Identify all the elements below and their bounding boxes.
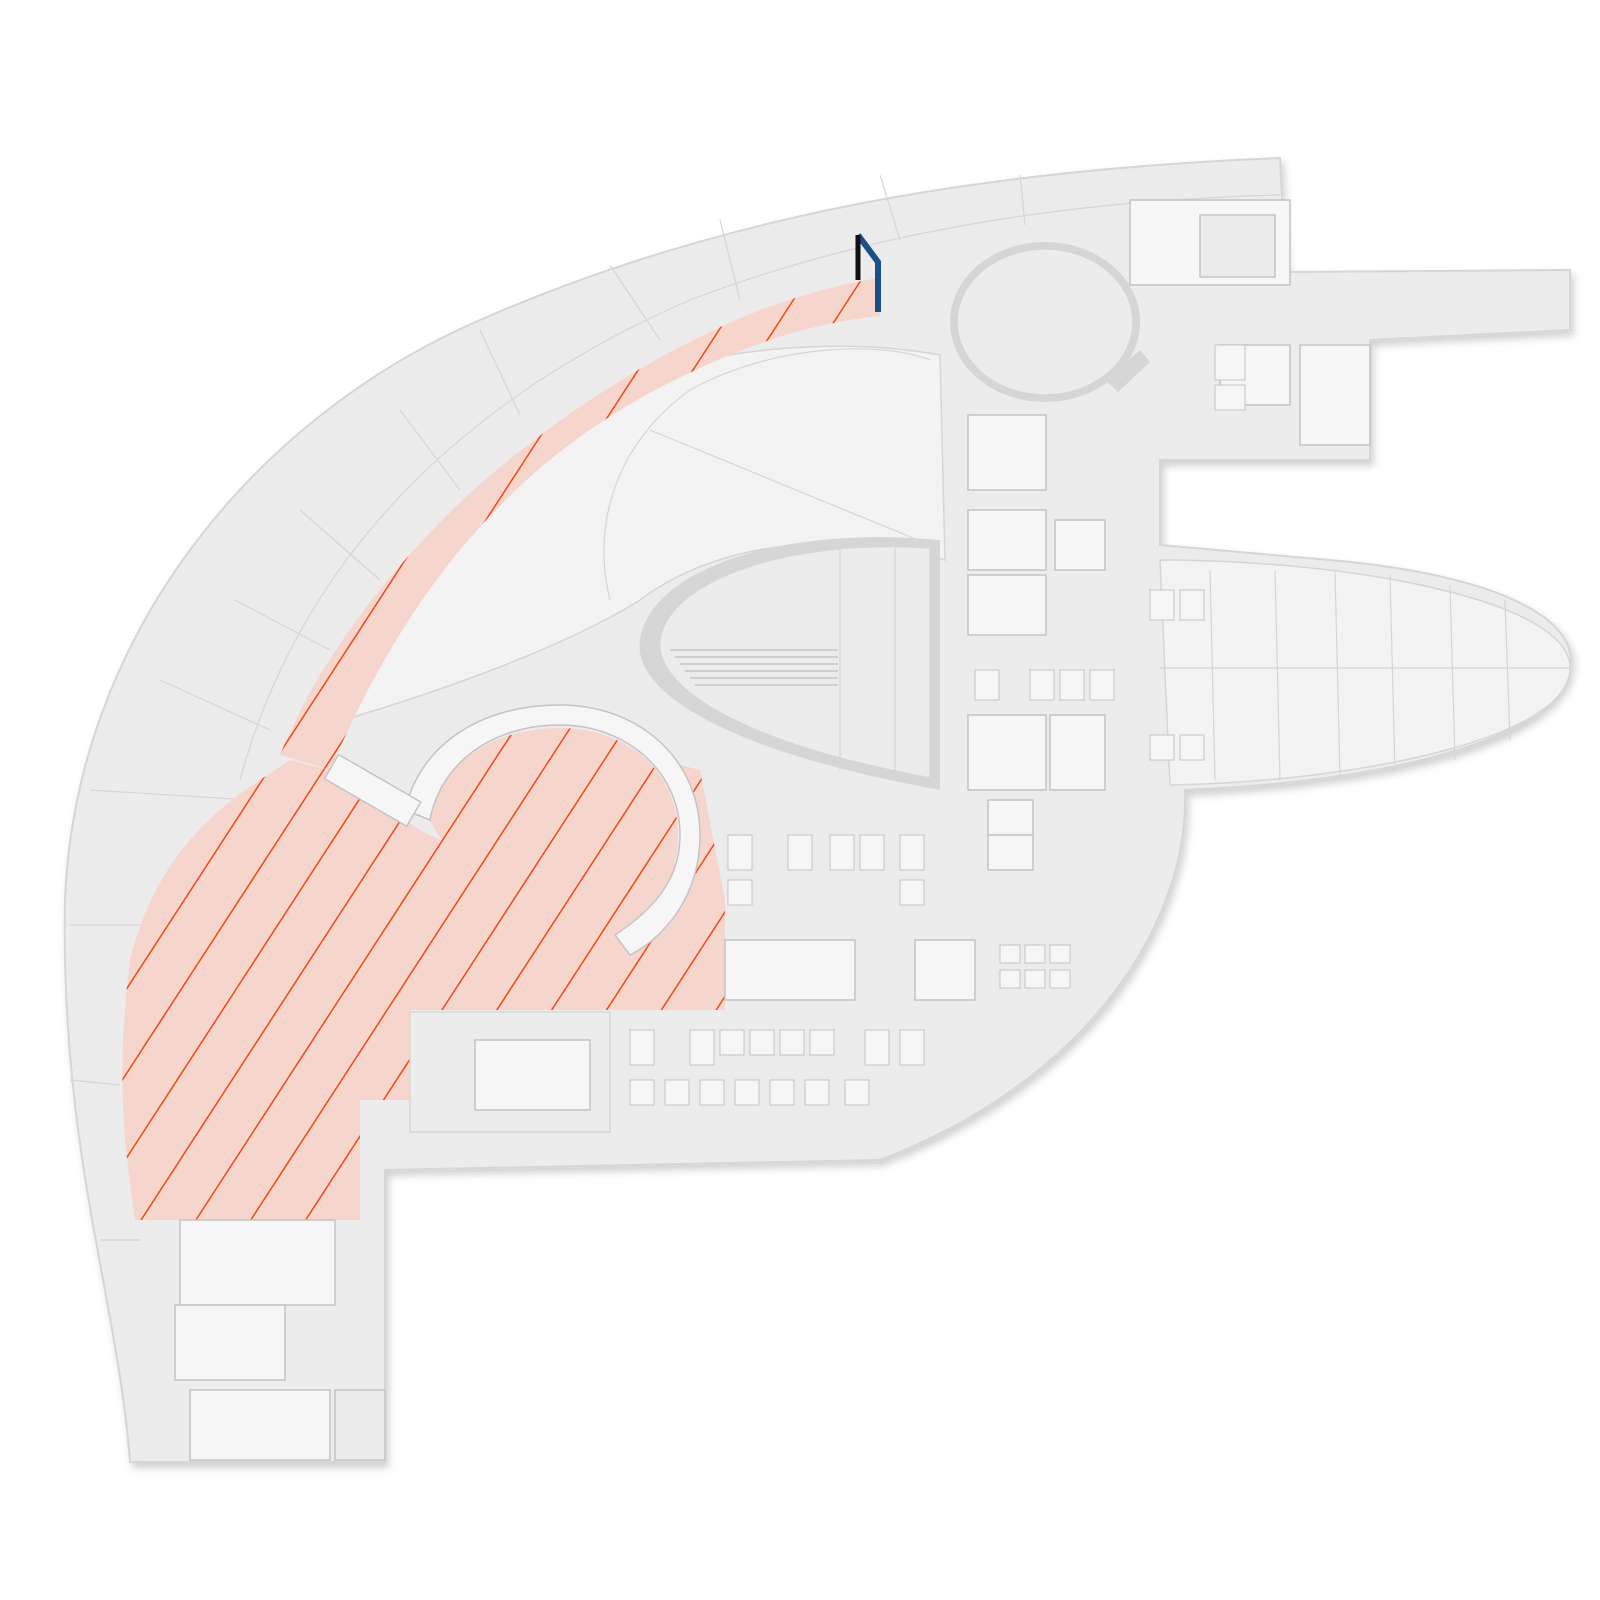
stage-ring [404,704,701,956]
north-east-wing [1129,199,1371,446]
stage-ramp-wall [323,753,422,828]
outer-ring-seams [69,174,1281,1241]
south-west-rooms [174,1219,386,1461]
highlight-curved-corridor [280,278,880,770]
south-rooms [409,1011,611,1133]
highlight-stage-floor [430,728,678,935]
path-divider [649,429,931,546]
east-ellipse-plaza [1159,559,1571,786]
location-marker-icon [855,233,881,312]
curved-path-line [603,348,931,601]
central-rooms [724,414,1106,1001]
highlighted-zone [122,278,880,1220]
circular-room [950,242,1150,402]
main-floor-slab [63,156,1572,1463]
building-footprint [63,156,1572,1463]
furniture-desks [629,344,1246,1106]
highlight-main-area [122,760,725,1220]
leaf-amphitheater [639,537,940,790]
